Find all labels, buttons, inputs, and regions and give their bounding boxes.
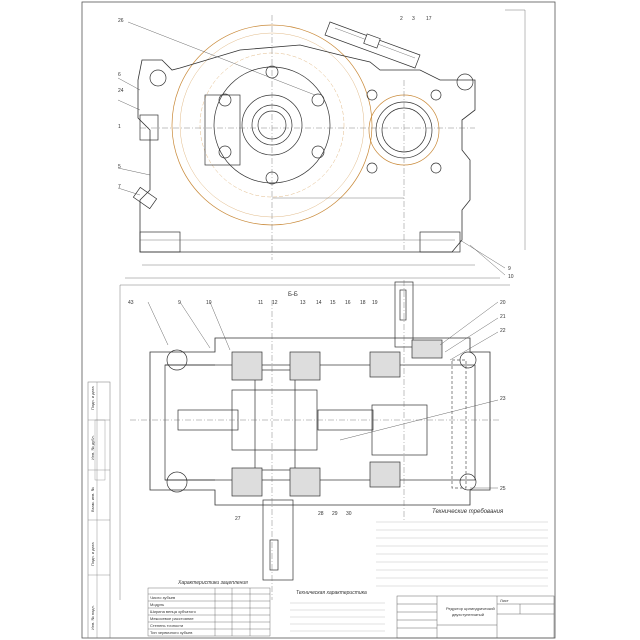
output-shaft	[262, 499, 294, 581]
callout-17: 17	[426, 16, 432, 22]
callout-s19: 19	[372, 300, 378, 306]
char-row-1: Число зубьев	[150, 595, 175, 600]
callout-s15: 15	[330, 300, 336, 306]
notes-title: Технические требования	[432, 509, 504, 515]
char-row-4: Межосевое расстояние	[150, 616, 194, 621]
side-stamp-strip: Подп. и дата Инв. № дубл. Взам. инв. № П…	[87, 381, 111, 639]
top-callouts: 26 6 24 1 5 7 2 3 17 9 10	[118, 16, 514, 280]
stamp-2: Инв. № дубл.	[90, 435, 95, 460]
callout-26: 26	[118, 18, 124, 24]
stamp-4: Подп. и дата	[90, 542, 95, 566]
title-block	[396, 595, 555, 639]
callout-s12: 12	[272, 300, 278, 306]
callout-3: 3	[412, 16, 415, 22]
callout-s10: 10	[206, 300, 212, 306]
stamp-1: Подп. и дата	[90, 386, 95, 410]
callout-s28: 28	[318, 511, 324, 517]
callout-s14: 14	[316, 300, 322, 306]
callout-s30: 30	[346, 511, 352, 517]
section-callouts: 43 9 10 11 12 13 14 15 16 18 19 20 21 22…	[128, 300, 506, 522]
callout-s9: 9	[178, 300, 181, 306]
char-table	[147, 587, 271, 637]
callout-s20: 20	[500, 300, 506, 306]
callout-s27: 27	[235, 516, 241, 522]
callout-2: 2	[400, 16, 403, 22]
tech-chars-title: Техническая характеристика	[296, 590, 367, 596]
stamp-5: Инв. № подл.	[90, 605, 95, 630]
section-view	[119, 280, 510, 600]
callout-s22: 22	[500, 328, 506, 334]
technical-notes: Технические требования	[376, 509, 548, 587]
outer-frame	[81, 1, 556, 639]
title-name-2: двухступенчатый	[452, 612, 484, 617]
callout-7: 7	[118, 184, 121, 190]
callout-43: 43	[128, 300, 134, 306]
tech-chars-lines	[290, 602, 385, 632]
title-sheet: Лист	[500, 598, 509, 603]
callout-10: 10	[508, 274, 514, 280]
inspection-cover	[324, 21, 421, 69]
callout-s18: 18	[360, 300, 366, 306]
callout-s21: 21	[500, 314, 506, 320]
char-row-5: Степень точности	[150, 623, 183, 628]
callout-s11: 11	[258, 300, 263, 306]
callout-s16: 16	[345, 300, 351, 306]
char-row-2: Модуль	[150, 602, 164, 607]
char-row-3: Ширина венца зубчатого	[150, 609, 197, 614]
callout-s13: 13	[300, 300, 306, 306]
char-row-6: Тип червячного зубьев	[150, 630, 192, 635]
stamp-3: Взам. инв. №	[90, 487, 95, 512]
callout-6: 6	[118, 72, 121, 78]
section-housing	[149, 337, 491, 506]
callout-9: 9	[508, 266, 511, 272]
title-name-1: Редуктор цилиндрический	[446, 606, 495, 611]
housing-outline	[137, 44, 476, 253]
section-label: Б-Б	[288, 292, 298, 298]
front-view	[117, 9, 526, 279]
callout-s23: 23	[500, 396, 506, 402]
callout-5: 5	[118, 164, 121, 170]
char-table-title: Характеристики зацепления	[177, 580, 248, 586]
callout-24: 24	[118, 88, 124, 94]
callout-s25: 25	[500, 486, 506, 492]
callout-1: 1	[118, 124, 121, 130]
callout-s29: 29	[332, 511, 338, 517]
